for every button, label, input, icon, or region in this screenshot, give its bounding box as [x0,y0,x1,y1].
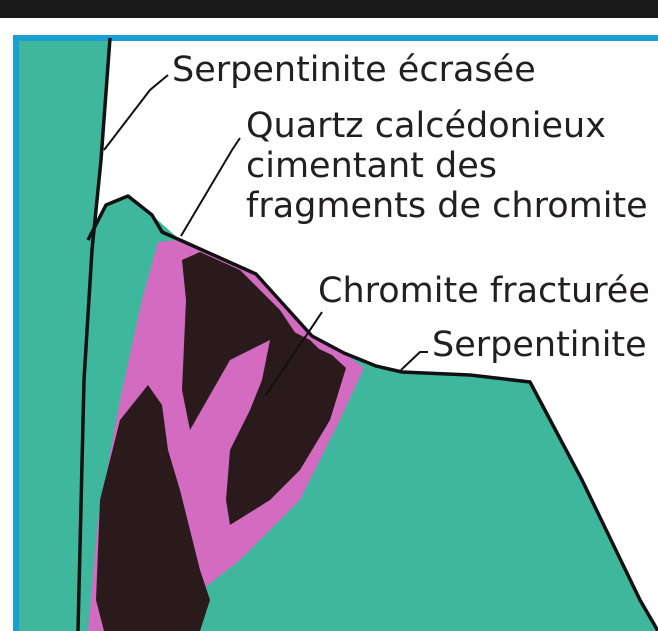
label-quartz-line1: Quartz calcédonieux [246,106,606,146]
top-bar [0,0,658,18]
label-quartz-line2: cimentant des [246,146,497,186]
label-serpentinite-ecrasee: Serpentinite écrasée [172,50,536,90]
label-chromite-fracturee: Chromite fracturée [318,271,650,311]
label-quartz-line3: fragments de chromite [246,186,648,226]
label-serpentinite: Serpentinite [432,325,647,365]
